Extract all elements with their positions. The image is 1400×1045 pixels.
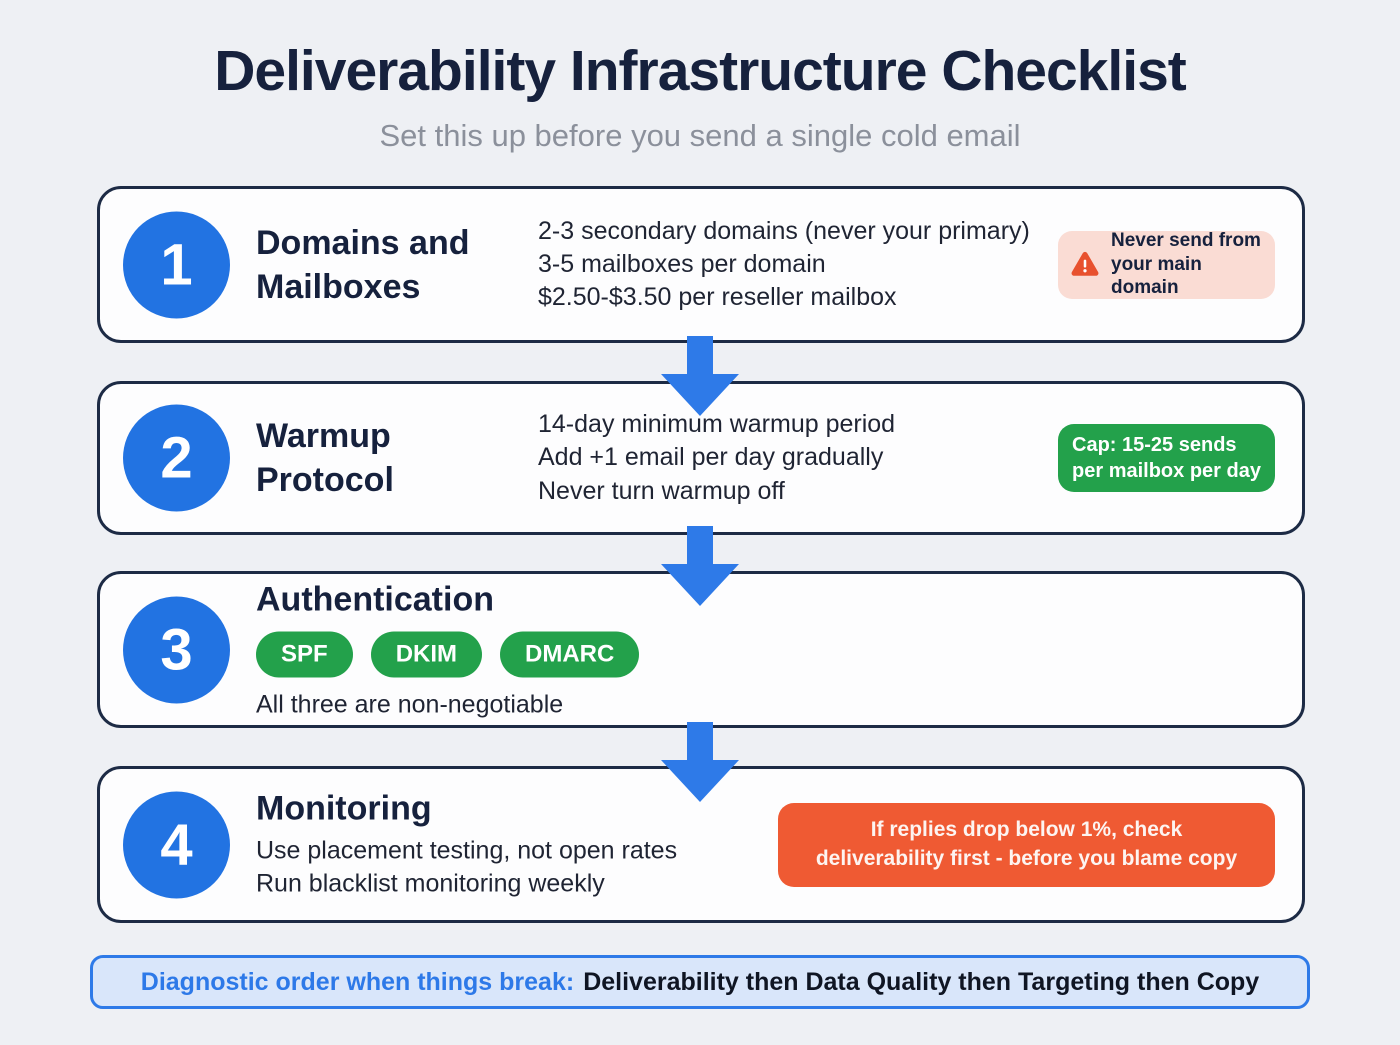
auth-caption: All three are non-negotiable [256, 690, 564, 718]
down-arrow-icon [661, 336, 739, 416]
step-2-number-badge: 2 [123, 404, 230, 512]
page-title: Deliverability Infrastructure Checklist [214, 39, 1187, 103]
page-subtitle: Set this up before you send a single col… [379, 118, 1021, 153]
warning-triangle-icon [1071, 251, 1099, 276]
down-arrow-icon [661, 526, 739, 606]
dkim-pill: DKIM [370, 631, 483, 677]
step-number: 2 [160, 425, 193, 491]
detail-line: 2-3 secondary domains (never your primar… [538, 216, 1030, 245]
down-arrow-icon [661, 722, 739, 802]
diagnostic-order-bar: Diagnostic order when things break: Deli… [90, 955, 1310, 1009]
dmarc-pill: DMARC [500, 631, 640, 677]
diagnostic-order-label: Diagnostic order when things break: [140, 967, 575, 996]
cap-badge: Cap: 15-25 sends per mailbox per day [1058, 424, 1275, 492]
warning-badge-text: Never send from your main domain [1111, 229, 1261, 299]
step-number: 1 [160, 232, 193, 297]
auth-pill-row: SPF DKIM DMARC [256, 631, 640, 677]
monitoring-content: Monitoring Use placement testing, not op… [256, 789, 677, 901]
card-title-warmup: Warmup Protocol [256, 416, 394, 499]
card-title-monitoring: Monitoring [256, 788, 432, 827]
card-details-warmup: 14-day minimum warmup period Add +1 emai… [538, 408, 895, 508]
card-title-domains: Domains and Mailboxes [256, 223, 470, 306]
detail-line: Never turn warmup off [538, 476, 785, 505]
detail-line: Add +1 email per day gradually [538, 443, 884, 472]
spf-pill: SPF [256, 631, 353, 677]
card-details-domains: 2-3 secondary domains (never your primar… [538, 215, 1030, 315]
step-number: 3 [160, 617, 193, 682]
step-number: 4 [160, 812, 193, 877]
replies-warning-badge: If replies drop below 1%, check delivera… [778, 802, 1275, 887]
authentication-content: Authentication SPF DKIM DMARC All three … [256, 580, 640, 719]
detail-line: 3-5 mailboxes per domain [538, 249, 826, 278]
step-1-number-badge: 1 [123, 211, 230, 318]
card-domains-and-mailboxes: 1 Domains and Mailboxes 2-3 secondary do… [97, 186, 1305, 343]
diagnostic-order-text: Deliverability then Data Quality then Ta… [583, 967, 1260, 996]
card-monitoring: 4 Monitoring Use placement testing, not … [97, 766, 1305, 923]
detail-line: $2.50-$3.50 per reseller mailbox [538, 283, 897, 312]
warning-badge: Never send from your main domain [1058, 229, 1275, 299]
card-title-authentication: Authentication [256, 580, 494, 618]
cap-badge-text: Cap: 15-25 sends per mailbox per day [1072, 434, 1261, 482]
detail-line: Use placement testing, not open rates [256, 835, 678, 864]
replies-warning-text: If replies drop below 1%, check delivera… [815, 818, 1238, 870]
step-3-number-badge: 3 [123, 596, 230, 703]
detail-line: Run blacklist monitoring weekly [256, 869, 605, 897]
step-4-number-badge: 4 [123, 791, 230, 898]
